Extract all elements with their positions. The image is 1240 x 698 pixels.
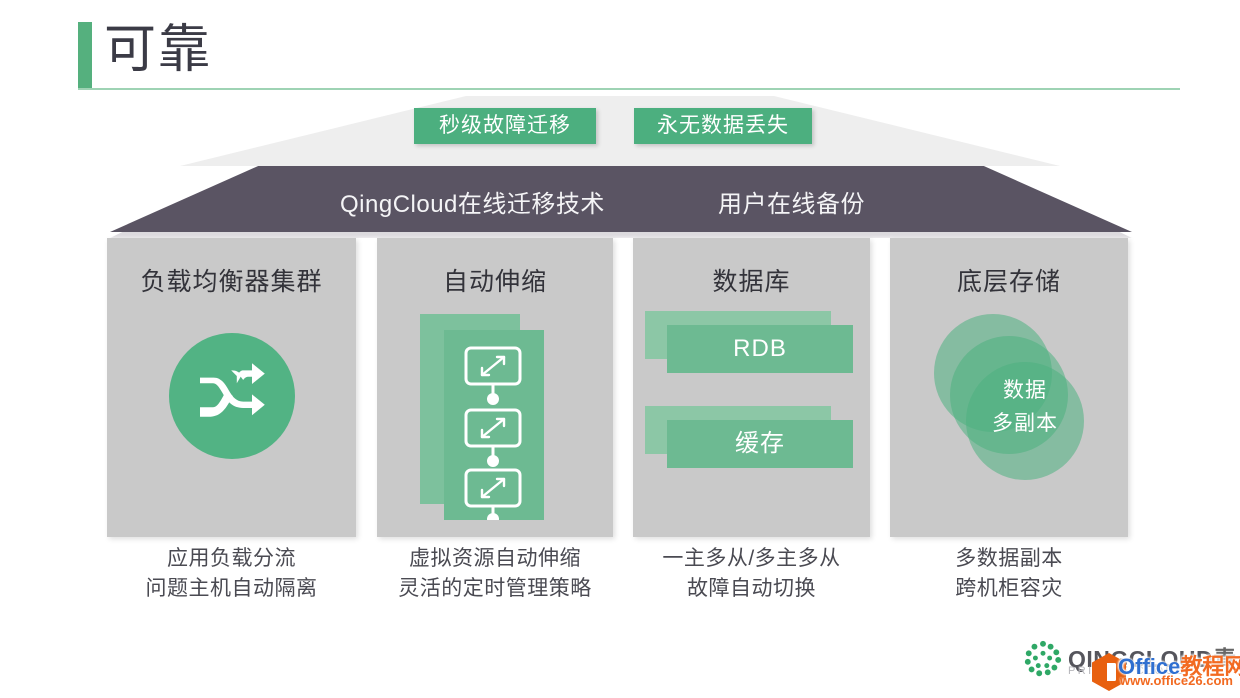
watermark-title: Office教程网 <box>1118 649 1240 681</box>
page-title: 可靠 <box>104 21 213 79</box>
storage-text-line1: 数据 <box>1003 379 1047 402</box>
caption-line-1: 虚拟资源自动伸缩 <box>409 547 581 570</box>
autoscale-panels-icon <box>420 314 570 524</box>
caption-storage: 多数据副本 跨机柜容灾 <box>890 544 1128 604</box>
pyramid-top-section <box>180 96 1060 166</box>
storage-replicas-icon: 数据 多副本 <box>934 314 1084 484</box>
caption-database: 一主多从/多主多从 故障自动切换 <box>633 544 870 604</box>
caption-line-1: 一主多从/多主多从 <box>662 547 841 570</box>
db-bar-label: 缓存 <box>735 430 785 457</box>
caption-row: 应用负载分流 问题主机自动隔离 虚拟资源自动伸缩 灵活的定时管理策略 一主多从/… <box>0 544 1240 614</box>
caption-line-2: 灵活的定时管理策略 <box>398 577 592 600</box>
brand-wordmark: QINGCLOUD青云 <box>1068 640 1240 674</box>
badge-failover: 秒级故障迁移 <box>414 108 596 144</box>
shuffle-icon <box>168 333 295 459</box>
card-title: 数据库 <box>712 268 791 296</box>
db-bar-front <box>667 325 853 373</box>
db-bar-label: RDB <box>733 335 787 362</box>
caption-load-balancer: 应用负载分流 问题主机自动隔离 <box>107 544 356 604</box>
qingcloud-hex-logo-icon <box>1024 640 1062 678</box>
caption-line-2: 跨机柜容灾 <box>955 577 1063 600</box>
card-load-balancer: 负载均衡器集群 <box>107 238 356 537</box>
pyramid-band-label-group: QingCloud在线迁移技术 用户在线备份 <box>110 166 1132 232</box>
card-row: 负载均衡器集群 自动伸缩 <box>0 238 1240 538</box>
storage-circle-text: 数据 多副本 <box>966 374 1084 440</box>
card-autoscaling: 自动伸缩 <box>377 238 613 537</box>
pyramid-band <box>110 166 1132 232</box>
caption-line-2: 问题主机自动隔离 <box>145 577 318 600</box>
caption-autoscaling: 虚拟资源自动伸缩 灵活的定时管理策略 <box>377 544 613 604</box>
watermark: Office教程网 www.office26.com <box>1090 649 1240 695</box>
watermark-title-en: Office <box>1118 654 1181 679</box>
watermark-url: www.office26.com <box>1120 673 1233 688</box>
caption-line-2: 故障自动切换 <box>687 577 816 600</box>
caption-line-1: 多数据副本 <box>955 547 1063 570</box>
card-title: 负载均衡器集群 <box>140 268 323 296</box>
db-bar-front <box>667 420 853 468</box>
brand-word-cn: 青云 <box>1213 646 1240 672</box>
card-title: 自动伸缩 <box>442 268 547 296</box>
caption-line-1: 应用负载分流 <box>167 547 296 570</box>
badge-no-data-loss: 永无数据丢失 <box>634 108 812 144</box>
pyramid-band-label-backup: 用户在线备份 <box>718 191 865 218</box>
card-title: 底层存储 <box>956 268 1061 296</box>
card-database: 数据库 RDB 缓存 <box>633 238 870 537</box>
storage-text-line2: 多副本 <box>992 412 1058 435</box>
pyramid-diagram: QingCloud在线迁移技术 用户在线备份 <box>0 96 1240 238</box>
watermark-title-cn: 教程网 <box>1180 654 1240 679</box>
title-accent-bar <box>78 22 92 88</box>
storage-circle-3 <box>966 362 1084 480</box>
title-divider <box>78 88 1180 90</box>
card-storage: 底层存储 数据 多副本 <box>890 238 1128 537</box>
pyramid-band-label-migration: QingCloud在线迁移技术 <box>340 191 605 218</box>
office-hex-icon <box>1090 652 1128 692</box>
autoscale-nodes <box>444 330 544 520</box>
